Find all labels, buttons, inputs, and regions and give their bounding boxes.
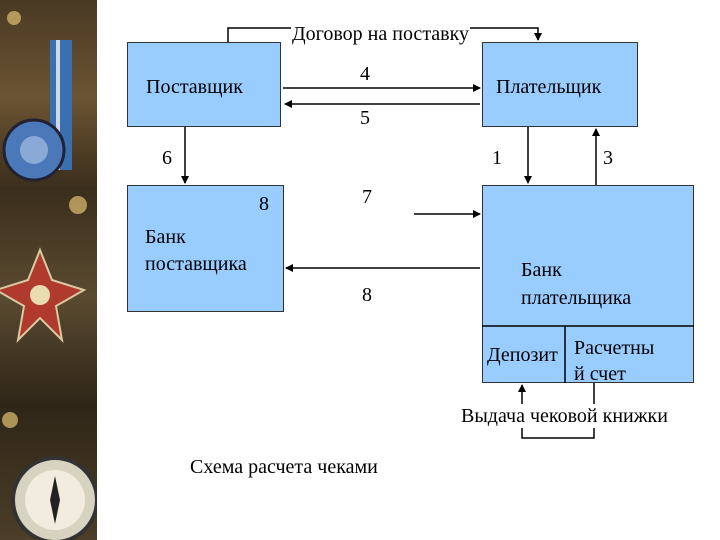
compass-decoration-icon <box>11 456 97 540</box>
step-1-label: 1 <box>492 147 502 169</box>
step-5-label: 5 <box>360 107 370 129</box>
supplier-box <box>127 42 281 127</box>
payer-box <box>482 42 638 127</box>
checkbook-issue-label: Выдача чековой книжки <box>461 404 668 428</box>
step-4-label: 4 <box>360 63 370 85</box>
step-8-label-box: 8 <box>259 193 269 215</box>
payer-bank-box <box>482 185 694 383</box>
supplier-label: Поставщик <box>146 76 243 98</box>
step-6-label: 6 <box>162 147 172 169</box>
star-order-decoration-icon <box>0 247 87 343</box>
contract-label: Договор на поставку <box>291 22 471 46</box>
diagram-caption: Схема расчета чеками <box>190 456 378 478</box>
account-label-line1: Расчетны <box>574 337 655 359</box>
supplier-bank-label-line1: Банк <box>145 226 186 248</box>
supplier-bank-box <box>127 185 284 312</box>
step-7-label: 7 <box>362 186 372 208</box>
step-3-label: 3 <box>603 147 613 169</box>
payer-bank-label-line2: плательщика <box>521 287 632 309</box>
medal-decoration-icon <box>2 40 72 182</box>
step-8-label: 8 <box>362 284 372 306</box>
payer-label: Плательщик <box>496 76 602 98</box>
deposit-label: Депозит <box>487 344 558 366</box>
account-label-line2: й счет <box>574 363 626 385</box>
supplier-bank-label-line2: поставщика <box>145 253 247 275</box>
payer-bank-label-line1: Банк <box>521 259 562 281</box>
decorative-sidebar <box>0 0 97 540</box>
